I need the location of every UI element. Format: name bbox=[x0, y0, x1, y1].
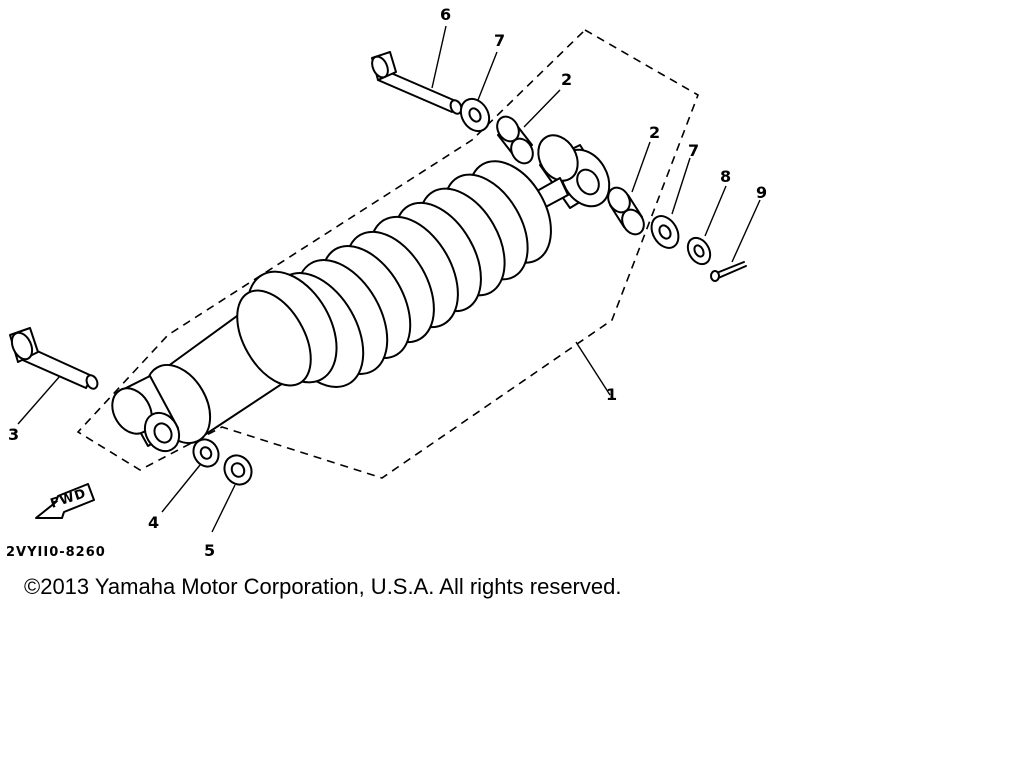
washer-part-4 bbox=[192, 438, 220, 468]
diagram-code: 2VYII0-8260 bbox=[6, 545, 106, 560]
part-label-6: 6 bbox=[440, 5, 451, 24]
washer-part-8 bbox=[686, 236, 712, 266]
part-label-9: 9 bbox=[756, 183, 767, 202]
part-label-2b: 2 bbox=[649, 123, 660, 142]
washer-part-7b bbox=[650, 215, 680, 249]
bolt-part-6 bbox=[371, 51, 463, 115]
part-label-7b: 7 bbox=[688, 141, 699, 160]
washer-part-7a bbox=[459, 97, 491, 133]
shock-absorber bbox=[111, 134, 611, 453]
copyright-notice: ©2013 Yamaha Motor Corporation, U.S.A. A… bbox=[24, 574, 621, 599]
cotter-pin-part-9 bbox=[710, 261, 747, 282]
bolt-part-3 bbox=[9, 327, 99, 390]
coil-spring bbox=[271, 160, 552, 388]
part-label-3: 3 bbox=[8, 425, 19, 444]
nut-part-5 bbox=[223, 454, 253, 486]
part-label-2a: 2 bbox=[561, 70, 572, 89]
part-label-4: 4 bbox=[148, 513, 159, 532]
collar-part-2a bbox=[496, 115, 534, 165]
part-label-7a: 7 bbox=[494, 31, 505, 50]
collar-part-2b bbox=[607, 186, 645, 236]
leader-lines bbox=[17, 25, 761, 533]
fwd-arrow-icon: FWD bbox=[35, 483, 95, 519]
part-label-1: 1 bbox=[606, 385, 617, 404]
part-label-5: 5 bbox=[204, 541, 215, 560]
part-label-8: 8 bbox=[720, 167, 731, 186]
